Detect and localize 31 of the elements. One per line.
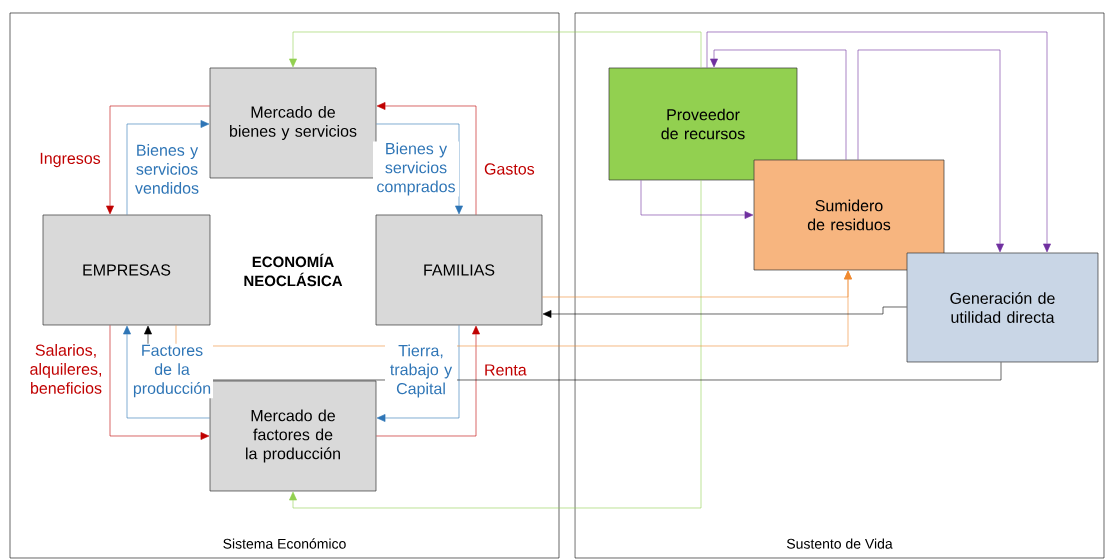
heading: ECONOMÍA NEOCLÁSICA — [244, 253, 343, 287]
arrow — [123, 325, 210, 419]
edge-label: Renta — [483, 363, 527, 377]
arrow — [710, 49, 847, 160]
process-box: Proveedor de recursos — [608, 67, 798, 181]
edge-label: Bienes y servicios comprados — [373, 141, 459, 197]
edge-label: Gastos — [483, 162, 535, 176]
process-box: EMPRESAS — [42, 214, 211, 326]
arrow — [109, 325, 210, 440]
process-box: Generación de utilidad directa — [906, 252, 1099, 363]
edge-label: Ingresos — [36, 151, 104, 169]
process-box: Mercado de factores de la producción — [209, 380, 377, 492]
edge-label: Tierra, trabajo y Capital — [385, 343, 457, 399]
arrow — [289, 31, 702, 68]
arrow — [376, 123, 463, 215]
process-box: Sumidero de residuos — [753, 159, 945, 271]
arrow — [289, 180, 702, 509]
arrow — [126, 120, 210, 215]
arrow — [706, 31, 1051, 253]
arrow — [376, 325, 460, 422]
edge-label: Bienes y servicios vendidos — [130, 143, 204, 195]
arrow — [106, 105, 210, 215]
edge-label: Salarios, alquileres, beneficios — [28, 343, 104, 395]
arrow — [640, 180, 754, 219]
process-box: Mercado de bienes y servicios — [209, 67, 377, 179]
arrow — [376, 102, 477, 215]
edge-label: Factores de la producción — [131, 343, 213, 399]
arrow — [376, 325, 480, 437]
arrow — [857, 49, 1004, 253]
process-box: FAMILIAS — [375, 214, 543, 326]
arrow — [542, 306, 907, 318]
